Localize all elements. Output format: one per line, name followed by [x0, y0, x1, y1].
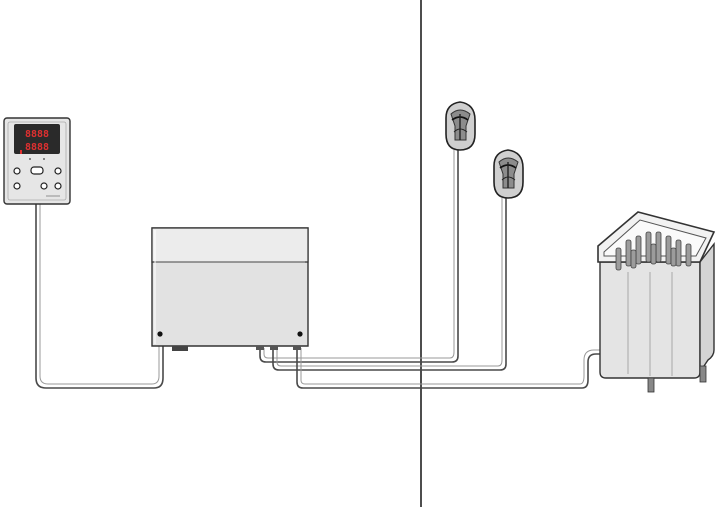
wire-panel-to-unit	[35, 203, 164, 389]
control-panel-icon: 8888 8888	[3, 117, 71, 205]
panel-button-left	[13, 167, 21, 175]
heater-foot-right	[699, 365, 707, 383]
wire-unit-to-sensor-1	[259, 149, 459, 363]
sauna-heater-icon	[597, 211, 716, 393]
unit-screw-right	[297, 331, 303, 337]
unit-cable-glands	[172, 346, 188, 351]
panel-display-top: 8888	[25, 129, 49, 140]
wire-unit-to-heater	[296, 347, 607, 389]
panel-display-bottom: 8888	[25, 142, 49, 153]
panel-button-right	[54, 167, 62, 175]
heater-foot-left	[647, 377, 655, 393]
unit-screw-left	[157, 331, 163, 337]
wire-unit-to-sensor-2	[272, 197, 507, 371]
temperature-sensor-2-icon	[493, 149, 524, 199]
panel-knob-bottom-left	[13, 182, 21, 190]
panel-display-screen	[14, 124, 60, 154]
temperature-sensor-1-icon	[445, 101, 476, 151]
panel-buttons	[13, 158, 62, 197]
wires	[35, 149, 607, 389]
panel-knob-bottom-mid	[40, 182, 48, 190]
thermometer-icon	[20, 150, 22, 154]
panel-button-center	[30, 166, 44, 175]
panel-knob-bottom-right	[54, 182, 62, 190]
power-unit-icon	[151, 227, 309, 351]
heater-stones	[615, 231, 692, 271]
